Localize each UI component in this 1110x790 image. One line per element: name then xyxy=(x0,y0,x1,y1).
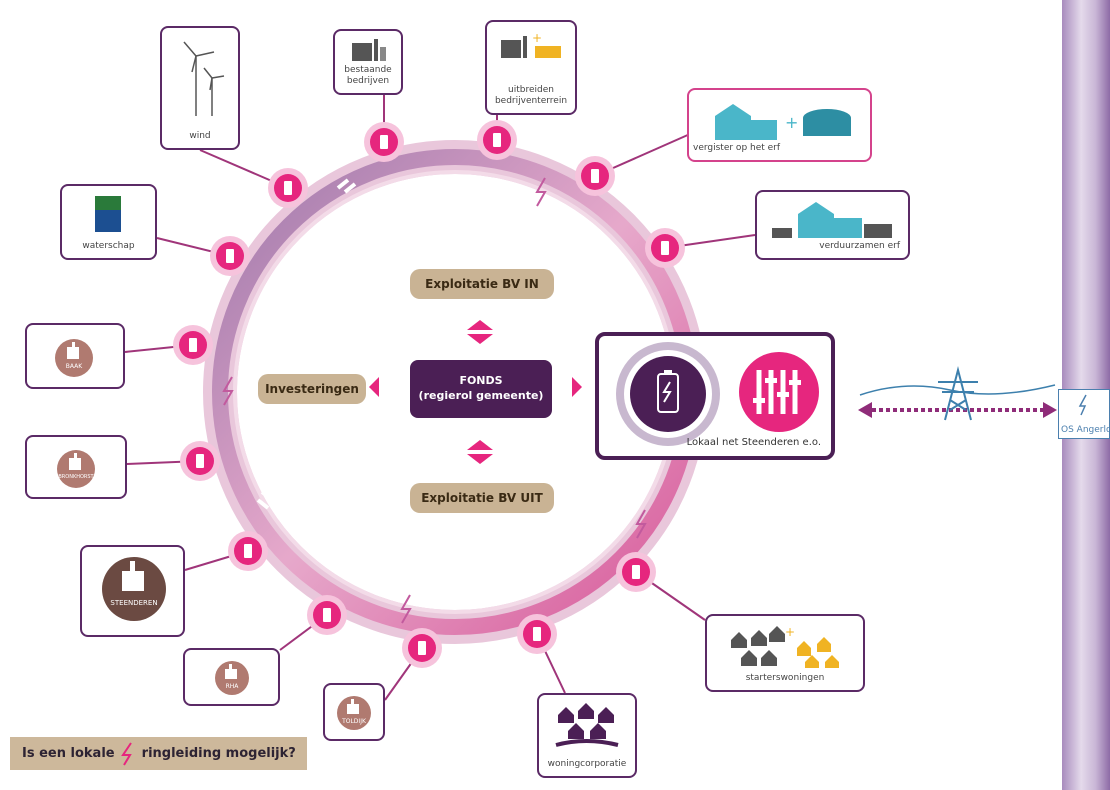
svg-text:+: + xyxy=(532,31,542,45)
equalizer-icon xyxy=(739,352,819,432)
question-text-start: Is een lokale xyxy=(22,746,115,761)
steenderen-logo-text: STEENDEREN xyxy=(110,599,158,607)
svg-text:+: + xyxy=(785,625,795,639)
label-bestaande: bestaande bedrijven xyxy=(344,65,392,86)
bronkhorst-logo: BRONKHORST xyxy=(57,450,95,488)
village-icon xyxy=(69,453,81,470)
os-angerlo-label: OS Angerlo xyxy=(1061,425,1110,435)
village-icon xyxy=(225,664,237,679)
battery-icon xyxy=(616,342,720,446)
label-waterschap: waterschap xyxy=(82,241,135,251)
label-verduurzamen: verduurzamen erf xyxy=(819,241,900,251)
village-icon xyxy=(122,561,144,591)
source-verduurzamen-erf: verduurzamen erf xyxy=(755,190,910,260)
lightning-icon xyxy=(1078,394,1087,416)
baak-logo-text: BAAK xyxy=(65,363,83,370)
source-uitbreiden-bedrijventerrein: + uitbreiden bedrijventerrein xyxy=(485,20,577,115)
source-woningcorporatie: woningcorporatie xyxy=(537,693,637,778)
question-banner: Is een lokale ringleiding mogelijk? xyxy=(10,737,307,770)
question-text-end: ringleiding mogelijk? xyxy=(141,746,296,761)
source-waterschap: waterschap xyxy=(60,184,157,260)
svg-text:+: + xyxy=(785,113,798,132)
source-baak: BAAK xyxy=(25,323,125,389)
label-vergister: vergister op het erf xyxy=(693,143,781,153)
fonds-subtitle: (regierol gemeente) xyxy=(418,389,544,402)
toldijk-logo: TOLDIJK xyxy=(337,696,371,730)
label-wind: wind xyxy=(189,131,211,141)
fonds-title: FONDS xyxy=(459,374,503,387)
label-uitbreiden: uitbreiden bedrijventerrein xyxy=(494,85,568,106)
rha-logo-text: RHA xyxy=(225,683,239,690)
source-steenderen: STEENDEREN xyxy=(80,545,185,637)
source-toldijk: TOLDIJK xyxy=(323,683,385,741)
lightning-icon xyxy=(121,741,132,766)
ring-nodes xyxy=(173,120,685,668)
local-grid-box: Lokaal net Steenderen e.o. xyxy=(595,332,835,460)
source-starterswoningen: + starterswoningen xyxy=(705,614,865,692)
barn-biogas-icon: + xyxy=(714,104,851,140)
fonds-box: FONDS (regierol gemeente) xyxy=(410,360,552,418)
local-grid-label: Lokaal net Steenderen e.o. xyxy=(686,437,821,448)
label-starterswoningen: starterswoningen xyxy=(745,673,825,683)
source-bestaande-bedrijven: bestaande bedrijven xyxy=(333,29,403,95)
water-tower-icon xyxy=(94,196,121,232)
exploitatie-uit-pill: Exploitatie BV UIT xyxy=(410,483,554,513)
village-icon xyxy=(347,699,359,714)
expansion-icon: + xyxy=(501,31,561,58)
os-angerlo-box: OS Angerlo xyxy=(1058,389,1110,439)
investeringen-pill: Investeringen xyxy=(258,374,366,404)
source-rha: RHA xyxy=(183,648,280,706)
factory-icon xyxy=(352,39,386,61)
bronkhorst-logo-text: BRONKHORST xyxy=(58,474,94,480)
source-vergister: + vergister op het erf xyxy=(687,88,872,162)
wind-turbine-icon xyxy=(183,41,225,116)
farm-cattle-icon xyxy=(771,202,892,238)
steenderen-logo: STEENDEREN xyxy=(102,557,166,621)
label-woningcorporatie: woningcorporatie xyxy=(547,759,627,769)
source-wind: wind xyxy=(160,26,240,150)
houses-icon: + xyxy=(731,625,839,668)
baak-logo: BAAK xyxy=(55,339,93,377)
pylon-icon xyxy=(938,366,978,421)
housing-icon xyxy=(555,703,619,747)
rha-logo: RHA xyxy=(215,661,249,695)
toldijk-logo-text: TOLDIJK xyxy=(342,718,366,725)
village-icon xyxy=(67,342,79,359)
source-bronkhorst: BRONKHORST xyxy=(25,435,127,499)
exploitatie-in-pill: Exploitatie BV IN xyxy=(410,269,554,299)
